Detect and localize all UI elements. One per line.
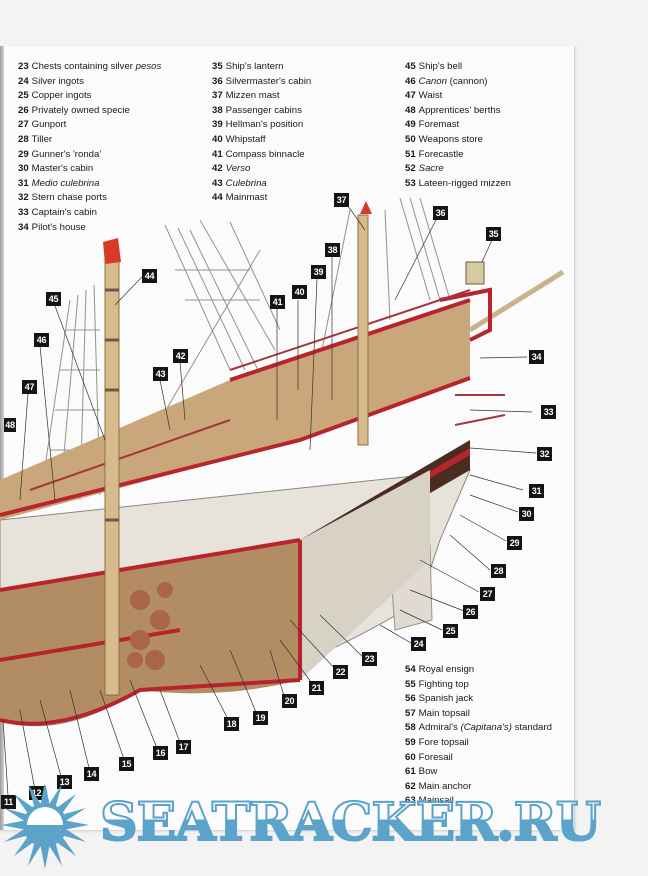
callout-label: 45 [46,292,61,306]
callout-label: 18 [224,717,239,731]
red-deck-edges [0,287,492,726]
watermark-text: SEATRACKER.RU [99,792,602,854]
leader-lines [2,205,537,796]
callout-label: 33 [541,405,556,419]
mainmast [104,254,120,696]
mizzen-mast [357,214,369,446]
callout-label: 38 [325,243,340,257]
callout-label: 15 [119,757,134,771]
callout-label: 41 [270,295,285,309]
callout-label: 20 [282,694,297,708]
railings [29,289,506,491]
callout-label: 48 [4,418,16,432]
callout-label: 25 [443,624,458,638]
callout-label: 35 [486,227,501,241]
callout-label: 43 [153,367,168,381]
callout-label: 26 [463,605,478,619]
page-spine-shadow [0,46,4,830]
callout-label: 44 [142,269,157,283]
callout-label: 39 [311,265,326,279]
callout-label: 19 [253,711,268,725]
callout-label: 37 [334,193,349,207]
callout-label: 40 [292,285,307,299]
rigging [39,197,451,501]
callout-label: 28 [491,564,506,578]
bowsprit [468,269,565,333]
callout-label: 27 [480,587,495,601]
callout-label: 13 [57,775,72,789]
callout-label: 17 [176,740,191,754]
callout-label: 23 [362,652,377,666]
callout-label: 34 [529,350,544,364]
watermark-logo [1,785,89,869]
callout-label: 46 [34,333,49,347]
callout-label: 32 [537,447,552,461]
callout-label: 11 [1,795,16,809]
legend-item: 63Mainsail [405,794,552,809]
callout-label: 29 [507,536,522,550]
callout-label: 24 [411,637,426,651]
callout-label: 21 [309,681,324,695]
hold-cutaway [0,540,300,724]
barrels [127,582,173,670]
ship-lantern [465,261,485,285]
sun-icon [1,785,89,869]
callout-label: 22 [333,665,348,679]
callout-label: 36 [433,206,448,220]
callout-label: 14 [84,767,99,781]
callout-label: 16 [153,746,168,760]
callout-label: 30 [519,507,534,521]
callout-label: 47 [22,380,37,394]
callout-label: 31 [529,484,544,498]
callout-label: 42 [173,349,188,363]
